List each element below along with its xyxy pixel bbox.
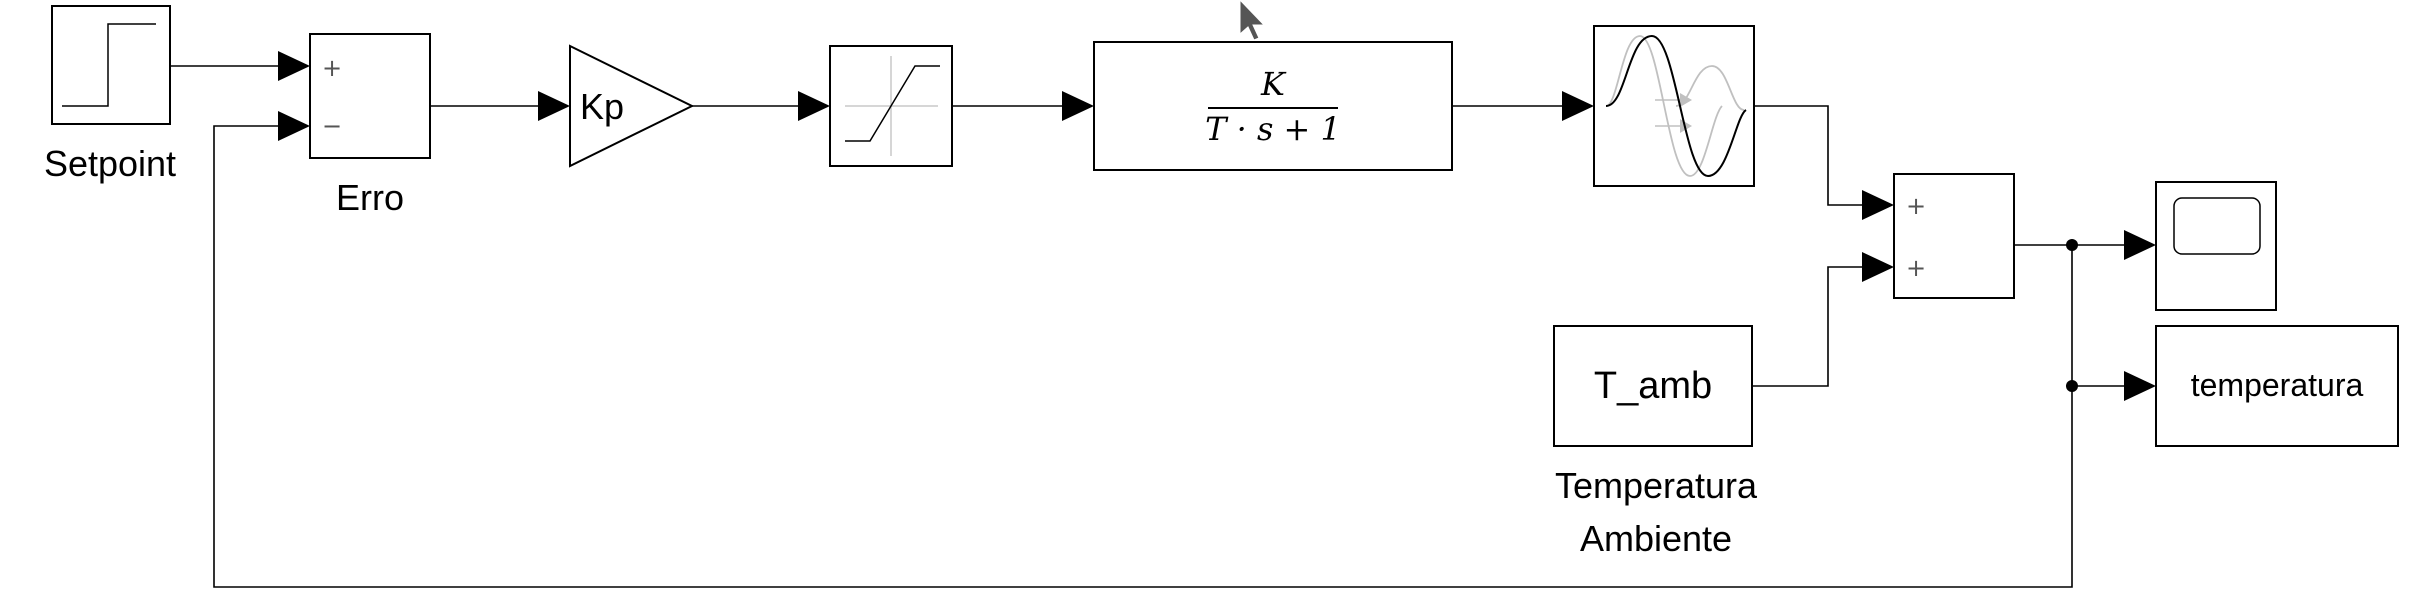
output-sum-plus-bottom: + (1906, 254, 1926, 282)
saturation-icon (845, 56, 940, 156)
wire-delay-to-output-sum[interactable] (1754, 105, 1862, 206)
ambient-label-line2: Ambiente (1580, 518, 1732, 559)
ambient-temperature-block[interactable]: T_amb (1553, 325, 1753, 447)
error-sum-block[interactable]: + − (309, 33, 431, 159)
to-workspace-block[interactable]: temperatura (2155, 325, 2399, 447)
arrow-sum-in1 (278, 51, 310, 81)
ambient-const-text: T_amb (1594, 365, 1712, 407)
arrow-delay-in (1562, 91, 1594, 121)
transport-delay-block[interactable] (1593, 25, 1755, 187)
output-sum-block[interactable]: + + (1893, 173, 2015, 299)
arrow-scope-in (2124, 230, 2156, 260)
sum-plus-sign: + (322, 54, 342, 82)
transport-delay-icon (1605, 34, 1747, 178)
error-label: Erro (336, 177, 404, 218)
arrow-gain-in (538, 91, 570, 121)
to-workspace-text: temperatura (2191, 367, 2364, 403)
step-block[interactable] (51, 5, 171, 125)
scope-icon (2173, 197, 2261, 255)
step-icon (62, 23, 156, 107)
branch-point-scope (2066, 239, 2078, 251)
arrow-output-sum-in2 (1862, 252, 1894, 282)
wire-feedback-loop[interactable] (213, 125, 2073, 588)
gain-text: Kp (580, 86, 624, 127)
wire-branch-to-workspace[interactable] (2071, 245, 2124, 387)
setpoint-label: Setpoint (44, 143, 176, 184)
arrow-saturation-in (798, 91, 830, 121)
arrow-sum-in2 (278, 111, 310, 141)
mouse-cursor-icon (1239, 0, 1266, 41)
saturation-block[interactable] (829, 45, 953, 167)
output-sum-plus-top: + (1906, 192, 1926, 220)
tf-numerator: K (1260, 65, 1287, 103)
transfer-function-block[interactable]: K T · s + 1 (1093, 41, 1453, 171)
ambient-label-line1: Temperatura (1555, 465, 1758, 506)
branch-point-workspace (2066, 380, 2078, 392)
arrow-plant-in (1062, 91, 1094, 121)
arrowheads (278, 51, 2156, 401)
tf-denominator: T · s + 1 (1205, 110, 1341, 148)
sum-minus-sign: − (322, 112, 342, 140)
gain-block[interactable]: Kp (569, 44, 695, 168)
wire-ambient-to-output-sum[interactable] (1752, 266, 1862, 387)
scope-block[interactable] (2155, 181, 2277, 311)
arrow-output-sum-in1 (1862, 190, 1894, 220)
arrow-workspace-in (2124, 371, 2156, 401)
